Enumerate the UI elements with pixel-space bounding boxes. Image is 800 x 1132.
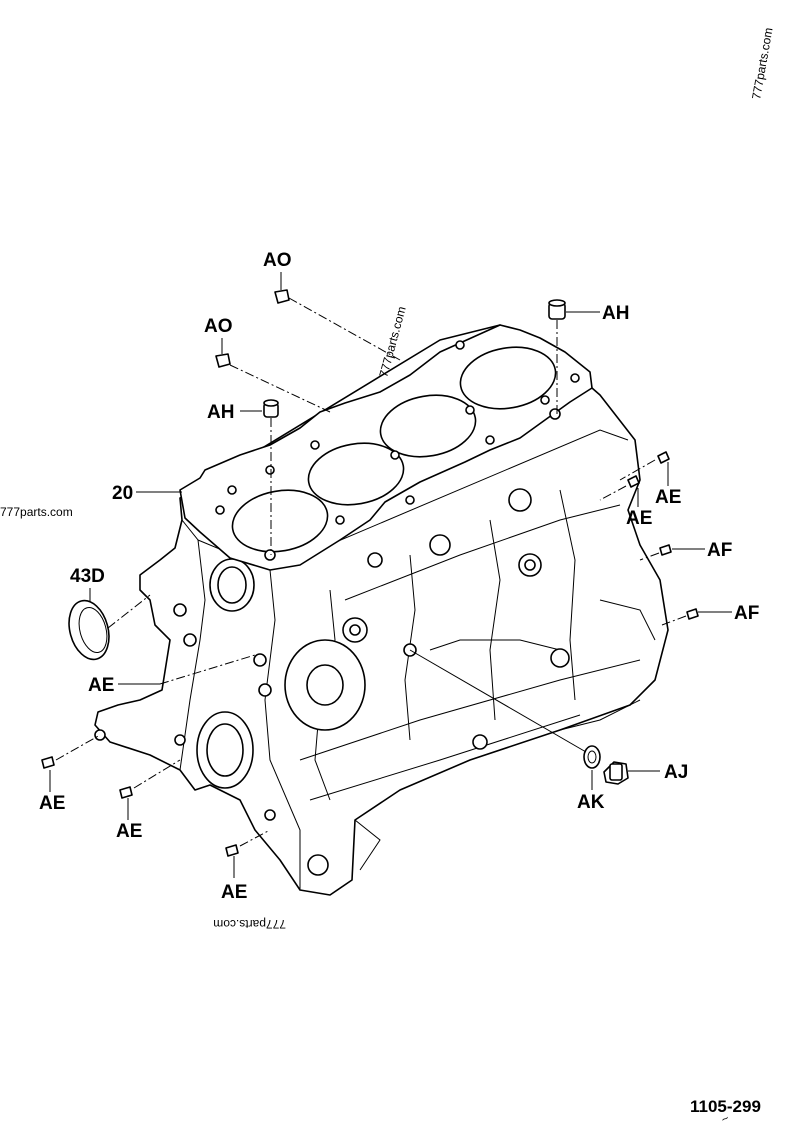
callout-ae-bottom-1: AE	[39, 793, 65, 814]
head-gasket	[179, 324, 593, 571]
ae-pin-bottom-2	[119, 786, 133, 799]
callout-aj: AJ	[664, 762, 688, 783]
ae-pin-right-lower	[627, 475, 640, 488]
callout-ae-left-mid: AE	[88, 675, 114, 696]
oil-seal-43d	[68, 599, 110, 661]
callout-af-lower: AF	[734, 603, 759, 624]
callout-20: 20	[112, 483, 133, 504]
ak-washer	[583, 745, 601, 769]
ae-pin-bottom-1	[41, 756, 55, 769]
leader-lines	[49, 272, 732, 878]
af-pin-upper	[659, 544, 672, 556]
aj-drain-bolt	[603, 761, 629, 785]
callout-af-upper: AF	[707, 540, 732, 561]
callout-ao-left: AO	[204, 316, 233, 337]
diagram-reference-number: 1105-299	[690, 1097, 761, 1116]
callout-ao-top: AO	[263, 250, 292, 271]
ao-plug-left	[215, 353, 231, 368]
callout-ae-right-upper: AE	[655, 487, 681, 508]
ae-pin-right-upper	[657, 451, 670, 464]
callout-ak: AK	[577, 792, 605, 813]
ao-plug-top	[274, 289, 290, 304]
callout-ah-right: AH	[602, 303, 629, 324]
af-pin-lower	[686, 608, 699, 620]
callout-ah-left: AH	[207, 402, 234, 423]
callout-ae-bottom-2: AE	[116, 821, 142, 842]
ae-pin-bottom-3	[225, 844, 239, 857]
watermark-bottom-mirrored: 777parts.com	[213, 917, 286, 931]
callout-ae-bottom-3: AE	[221, 882, 247, 903]
callout-ae-right-lower: AE	[626, 508, 652, 529]
watermark-left-edge: 777parts.com	[0, 505, 73, 519]
callout-43d: 43D	[70, 566, 105, 587]
ah-dowel-right	[548, 299, 566, 320]
watermark-top-right: 777parts.com	[749, 26, 775, 100]
ah-dowel-left	[263, 399, 279, 418]
